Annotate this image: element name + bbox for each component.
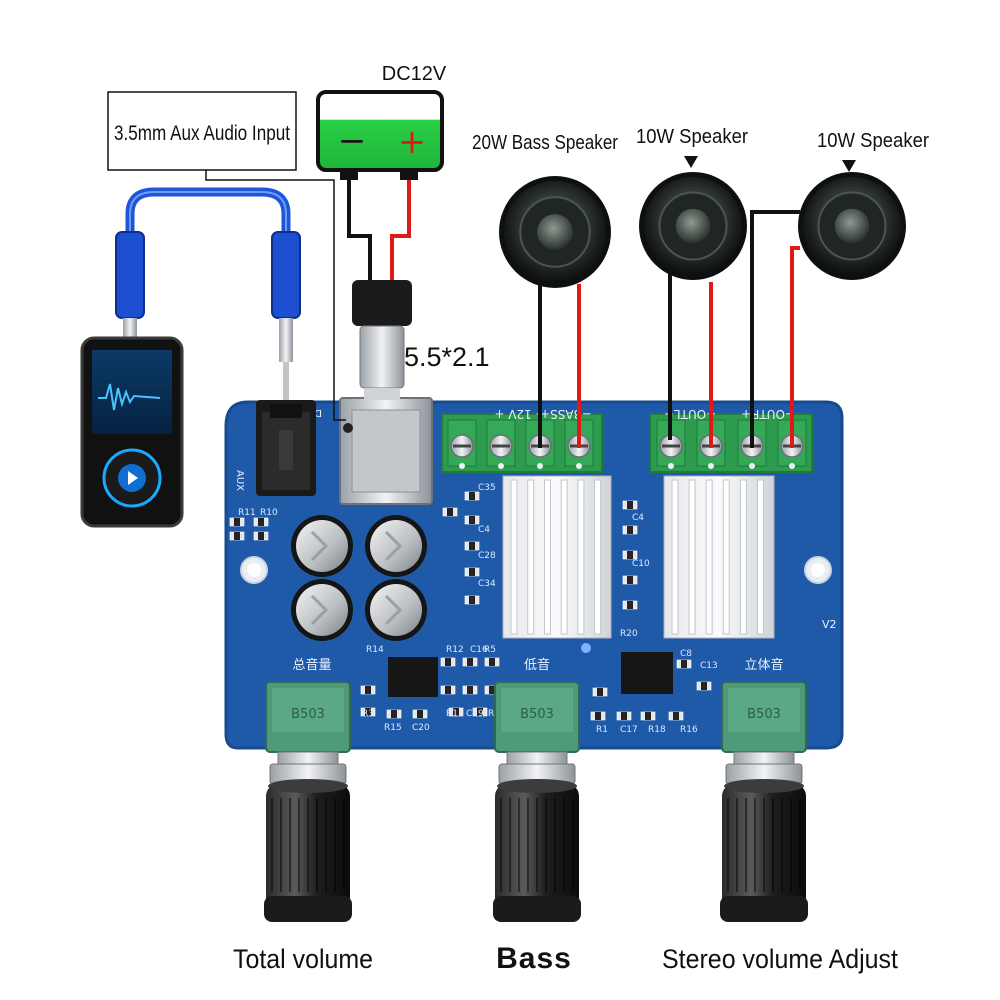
component-silk-label: R15 (384, 723, 402, 733)
pot-bass[interactable]: B503 (493, 681, 581, 922)
battery-plus-icon: + (398, 122, 427, 162)
arrow-down-icon (684, 156, 698, 168)
dc12v-power-source: − + (316, 90, 444, 180)
power-wire-negative (347, 180, 372, 282)
stereo-volume-label: Stereo volume Adjust (662, 944, 898, 974)
barrel-size-label: 5.5*2.1 (404, 342, 490, 372)
component-silk-label: C4 (632, 513, 644, 523)
component-silk-label: R1 (596, 725, 608, 735)
component-silk-label: C4 (478, 525, 490, 535)
component-silk-label: C35 (478, 483, 496, 493)
ic-chip (388, 652, 673, 697)
silk-bass: 低音 (524, 657, 550, 673)
terminal-label-outl: −OUTL+ (664, 407, 716, 421)
pot-code: B503 (520, 707, 554, 722)
silk-stereo: 立体音 (744, 657, 783, 673)
right-wire-negative (750, 210, 800, 448)
board-version: V2 (822, 618, 837, 631)
terminal-label-power: − 12V + (494, 407, 545, 421)
component-silk-label: R16 (680, 725, 698, 735)
aux-callout-leader (205, 170, 346, 421)
pot-code: B503 (291, 707, 325, 722)
component-silk-label: R14 (366, 645, 384, 655)
component-silk-label: R12 (446, 645, 464, 655)
terminal-label-outr: −OUTR+ (741, 407, 795, 421)
pot-stereo[interactable]: B503 (720, 681, 808, 922)
pot-code: B503 (747, 707, 781, 722)
aux-input-callout: 3.5mm Aux Audio Input (107, 91, 346, 421)
total-volume-label: Total volume (233, 944, 373, 974)
component-silk-label: R10 (260, 508, 278, 518)
component-silk-label: C10 (632, 559, 650, 569)
component-silk-label: C13 (700, 661, 718, 671)
aux-jack[interactable] (256, 400, 316, 496)
power-wire-positive (390, 180, 411, 282)
bass-label: Bass (496, 942, 572, 975)
component-silk-label: C17 (620, 725, 638, 735)
speakers (499, 172, 906, 288)
aux-cable (115, 187, 301, 400)
music-player-device (80, 336, 184, 528)
pot-total-volume[interactable]: B503 (264, 681, 352, 922)
aux-input-label: 3.5mm Aux Audio Input (114, 122, 290, 145)
component-silk-label: C19 (466, 709, 484, 719)
silk-total-volume: 总音量 (292, 657, 331, 673)
right-wire-positive (790, 246, 800, 448)
heatsink-bass (502, 475, 612, 639)
bass-speaker-label: 20W Bass Speaker (472, 132, 618, 154)
component-silk-label: R20 (620, 629, 638, 639)
component-silk-label: R18 (648, 725, 666, 735)
speaker-bass-icon (499, 176, 611, 288)
speaker-right-icon (798, 172, 906, 280)
battery-minus-icon: − (338, 121, 367, 161)
terminal-label-bass: −BASS+ (540, 407, 592, 421)
component-silk-label: C16 (470, 645, 488, 655)
dc-power-jack[interactable] (339, 397, 433, 505)
component-silk-label: C34 (478, 579, 496, 589)
component-silk-label: R5 (484, 645, 496, 655)
potentiometers: B503 B503 B503 (264, 681, 808, 922)
component-silk-label: C28 (478, 551, 496, 561)
right-speaker-label: 10W Speaker (817, 130, 929, 152)
component-silk-label: R13 (446, 709, 464, 719)
arrow-down-icon (842, 160, 856, 172)
component-silk-label: R3 (362, 709, 374, 719)
aux-silk: AUX (234, 470, 245, 491)
heatsink-stereo (663, 475, 775, 639)
terminal-block-outputs[interactable] (649, 413, 813, 473)
component-silk-label: C20 (412, 723, 430, 733)
power-led (581, 643, 591, 653)
component-silk-label: R11 (238, 508, 256, 518)
left-speaker-label: 10W Speaker (636, 126, 748, 148)
component-silk-label: C8 (680, 649, 692, 659)
speaker-left-icon (639, 172, 747, 280)
power-label: DC12V (382, 63, 447, 85)
electrolytic-capacitors (291, 515, 427, 641)
barrel-plug (352, 280, 412, 400)
